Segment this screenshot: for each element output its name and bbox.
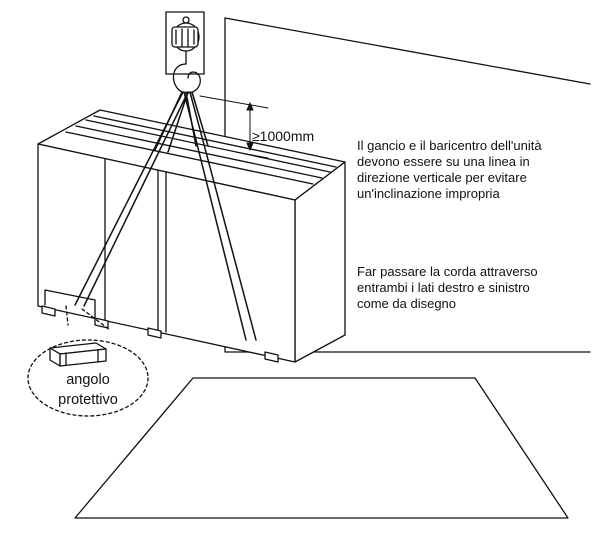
outdoor-unit	[37, 109, 346, 363]
note-line: un'inclinazione impropria	[357, 186, 500, 201]
protective-corner-callout	[27, 305, 149, 417]
note-line: Il gancio e il baricentro dell'unità	[357, 138, 542, 153]
note-line: entrambi i lati destro e sinistro	[357, 280, 530, 295]
note-line: direzione verticale per evitare	[357, 170, 527, 185]
callout-line: protettivo	[58, 392, 118, 408]
wall	[224, 17, 591, 353]
lifting-rope	[74, 91, 257, 341]
rope-routing-note: Far passare la corda attraverso entrambi…	[357, 264, 587, 312]
protective-corner-label: angolo protettivo	[40, 370, 136, 410]
hoist-icon	[165, 11, 205, 94]
note-line: Far passare la corda attraverso	[357, 264, 538, 279]
note-line: devono essere su una linea in	[357, 154, 530, 169]
clearance-dimension	[199, 95, 269, 159]
floor	[74, 377, 569, 519]
note-line: come da disegno	[357, 296, 457, 311]
clearance-label: ≥1000mm	[252, 128, 315, 144]
protective-corner-icon	[49, 342, 107, 367]
hook-alignment-note: Il gancio e il baricentro dell'unità dev…	[357, 138, 587, 202]
callout-line: angolo	[66, 372, 110, 388]
